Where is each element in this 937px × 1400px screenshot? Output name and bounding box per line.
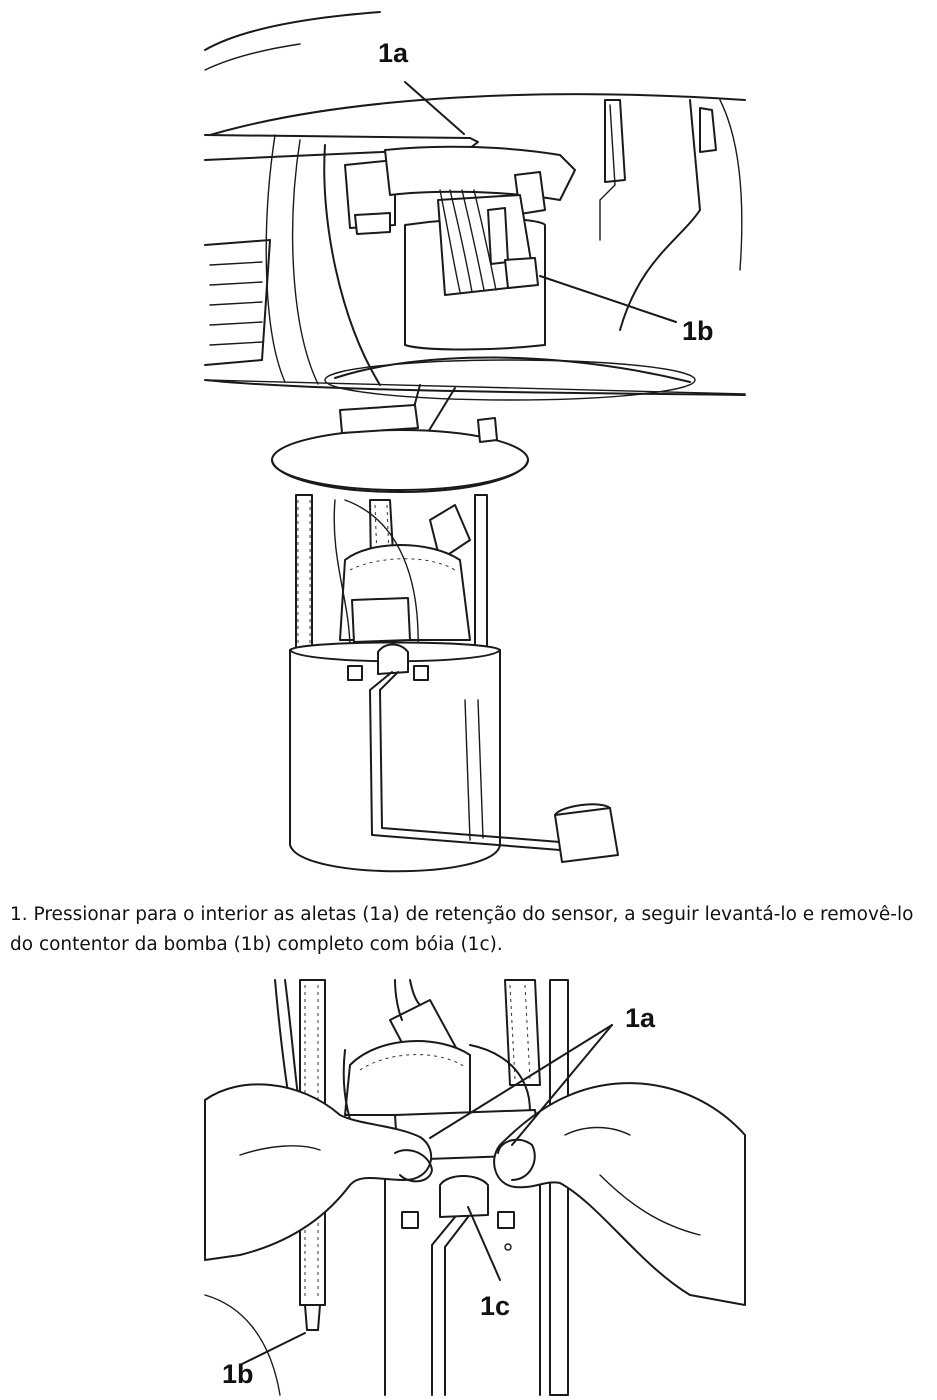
callout-1b-bottom: 1b bbox=[222, 1359, 254, 1389]
top-leader-lines bbox=[404, 81, 677, 323]
tank-housing-detail bbox=[204, 11, 746, 401]
pump-module-closeup bbox=[274, 979, 569, 1396]
fuel-pump-sensor-illustration: 1a 1b bbox=[204, 11, 746, 873]
fuel-pump-module bbox=[271, 404, 619, 873]
sensor-connector-block bbox=[344, 145, 576, 351]
right-hand bbox=[493, 1082, 746, 1306]
bottom-leader-lines bbox=[239, 1024, 613, 1366]
left-hand bbox=[204, 1083, 433, 1396]
callout-1a-bottom: 1a bbox=[625, 1003, 656, 1033]
sensor-removal-hands-illustration: 1a 1c 1b bbox=[204, 979, 746, 1396]
callout-1a-top: 1a bbox=[378, 38, 409, 68]
callout-1c-bottom: 1c bbox=[480, 1291, 510, 1321]
instruction-caption: 1. Pressionar para o interior as aletas … bbox=[10, 904, 914, 955]
callout-1b-top: 1b bbox=[682, 316, 714, 346]
